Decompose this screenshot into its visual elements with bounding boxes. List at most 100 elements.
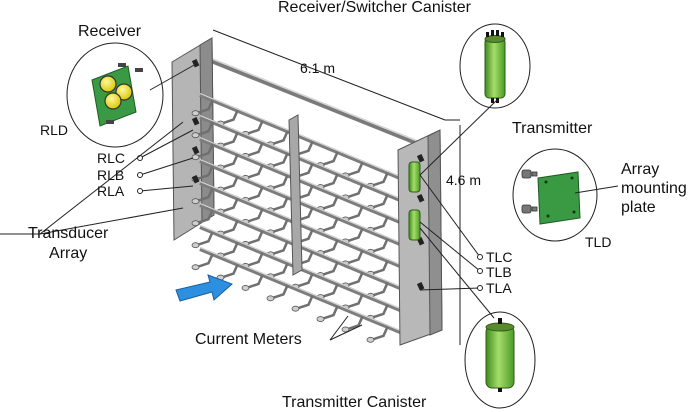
rlc-label: RLC <box>97 150 126 166</box>
sensor-hook <box>296 163 314 178</box>
current-meter-sensor <box>191 264 200 271</box>
transducer-array-label: Transducer Array <box>28 225 109 262</box>
flow-arrow <box>175 274 233 302</box>
sensor-hook <box>346 271 364 287</box>
rlb-label: RLB <box>97 167 125 183</box>
frame-connectors <box>191 59 425 291</box>
current-meter-sensor <box>191 198 200 205</box>
sensor-hook <box>246 186 264 202</box>
sensor-hook <box>246 274 264 290</box>
sensor-hook <box>346 227 364 243</box>
sensor-hook <box>371 216 389 231</box>
sensor-hook <box>371 282 389 297</box>
transmitter-canister <box>464 311 536 409</box>
transmitter-label: Transmitter <box>512 120 593 137</box>
sensor-hook <box>271 152 289 168</box>
sensor-hook <box>271 174 289 190</box>
sensor-hook <box>271 262 289 278</box>
middle-post <box>288 114 303 276</box>
transducer-rod <box>199 247 401 334</box>
tla-label: TLA <box>486 280 512 296</box>
tld-label: TLD <box>585 234 612 250</box>
sensor-hook <box>321 217 339 233</box>
rld-label: RLD <box>40 122 69 138</box>
sensor-hook <box>271 240 289 256</box>
receiver-switcher-canister-label: Receiver/Switcher Canister <box>278 0 471 16</box>
sensor-hook <box>296 295 314 310</box>
sensor-hook <box>371 172 389 187</box>
sensor-hook <box>271 284 289 300</box>
mounting-plate-leader <box>574 185 619 194</box>
current-meter-sensor <box>291 305 300 312</box>
frame-canister-lower <box>408 209 421 241</box>
receiver-label: Receiver <box>78 23 142 40</box>
receiver-switcher-canister <box>459 23 531 109</box>
sensor-hook <box>321 173 339 189</box>
sensor-hook <box>221 198 239 213</box>
sensor-hook <box>321 151 339 167</box>
sensor-hook <box>371 238 389 253</box>
top-cross-rod <box>204 55 431 151</box>
sensor-hook <box>296 141 314 156</box>
sensor-hook <box>196 209 214 225</box>
leader-lines <box>0 99 498 341</box>
sensor-hook <box>196 253 214 269</box>
sensor-hook <box>271 130 289 146</box>
sensor-hook <box>321 239 339 255</box>
sensor-hook <box>346 205 364 221</box>
sensor-hook <box>196 165 214 181</box>
sensor-hook <box>321 283 339 299</box>
sensor-hook <box>321 195 339 211</box>
current-meter-sensor <box>316 316 325 322</box>
sensor-hook <box>221 132 239 147</box>
sensor-hook <box>196 187 214 203</box>
sensor-hook <box>246 164 264 180</box>
sensor-hook <box>196 99 214 115</box>
sensor-hook <box>346 293 364 309</box>
sensor-hook <box>246 142 264 158</box>
sensor-hook <box>196 121 214 137</box>
sensor-hook <box>221 176 239 191</box>
current-meter-sensor <box>191 154 200 161</box>
rla-label: RLA <box>97 183 125 199</box>
current-meter-sensor <box>191 132 200 139</box>
current-meter-sensor <box>191 220 200 227</box>
transducer-rod <box>199 93 401 180</box>
sensor-hook <box>321 305 339 321</box>
sensor-hook <box>346 183 364 199</box>
height-dimension-label: 4.6 m <box>446 172 482 188</box>
array-mounting-plate-label: Array mounting plate <box>621 161 687 216</box>
sensor-hook <box>371 326 389 341</box>
receiver-leader <box>149 63 197 91</box>
sensor-hook <box>246 120 264 136</box>
sensor-hook <box>296 273 314 288</box>
sensor-hook <box>196 143 214 159</box>
sensor-hook <box>371 304 389 319</box>
receiver-detail <box>66 42 164 148</box>
sensor-hook <box>346 249 364 265</box>
sensor-hook <box>221 242 239 257</box>
sensor-hook <box>196 231 214 247</box>
sensor-hook <box>221 264 239 279</box>
sensor-hook <box>321 261 339 277</box>
sensor-hook <box>346 315 364 331</box>
transducer-rod <box>199 115 401 202</box>
frame-canister-upper <box>408 161 421 193</box>
transducer-rod-highlight <box>199 93 401 177</box>
width-dimension-label: 6.1 m <box>300 60 336 76</box>
sensor-hook <box>271 218 289 234</box>
sensor-hook <box>246 208 264 224</box>
transmitter-detail <box>512 148 598 242</box>
tlb-label: TLB <box>486 264 512 280</box>
current-meter-sensor <box>191 110 200 117</box>
sensor-hook <box>246 252 264 268</box>
dimension-lines <box>212 29 461 345</box>
transmitter-canister-label: Transmitter Canister <box>282 394 427 411</box>
sensor-hook <box>371 260 389 275</box>
current-meter-sensor <box>266 295 275 302</box>
sensor-hook <box>221 154 239 169</box>
current-meters-label: Current Meters <box>195 331 302 348</box>
transducer-rod-highlight <box>199 247 401 331</box>
